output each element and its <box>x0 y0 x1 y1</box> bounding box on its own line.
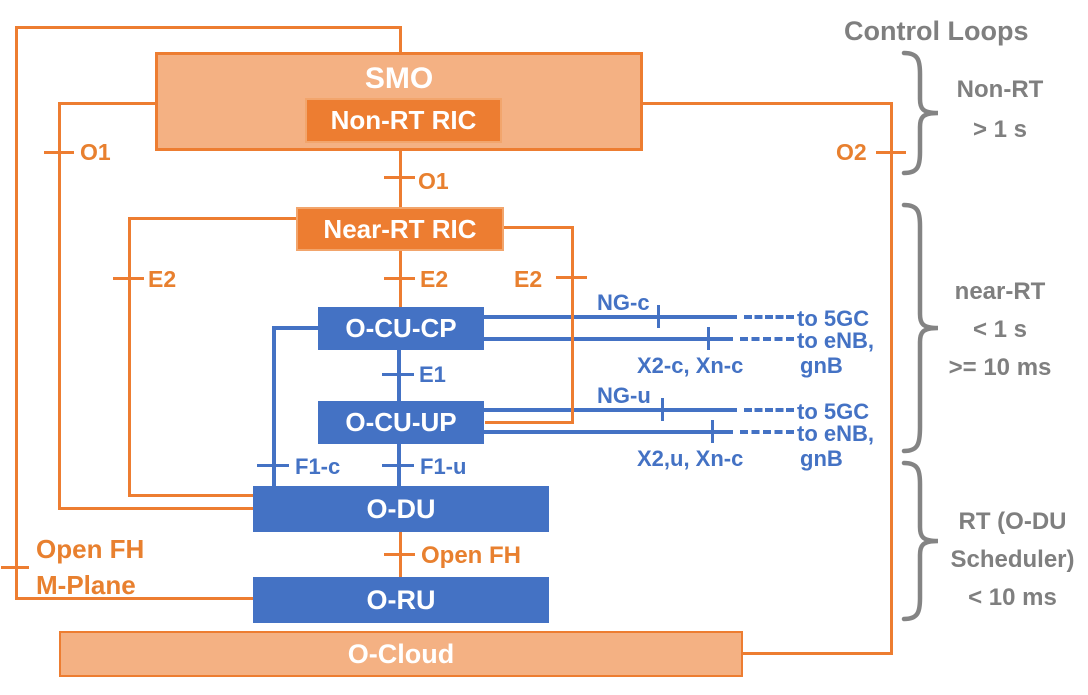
non-rt-loop-brace <box>901 50 939 176</box>
o-ru-label: O-RU <box>366 584 436 615</box>
e2-left-interface-tick <box>113 277 144 280</box>
o-cloud-label: O-Cloud <box>347 638 455 669</box>
mplane-interface-tick <box>1 566 29 569</box>
o1-connector-left <box>58 102 61 510</box>
open-fh-mplane-line2: M-Plane <box>36 570 136 600</box>
e1-connector <box>397 349 401 403</box>
ngu-label: NG-u <box>597 383 651 408</box>
o-ru-box: O-RU <box>253 577 549 623</box>
smo-label: SMO <box>364 62 434 95</box>
control-loops-title: Control Loops <box>844 16 1029 46</box>
e2-right-label: E2 <box>514 266 543 292</box>
ngc-to-5gc-label: to 5GC <box>797 306 870 331</box>
x2c-xnc-label: X2-c, Xn-c <box>637 353 744 378</box>
f1c-connector-vertical <box>272 326 276 487</box>
o-cu-cp-box: O-CU-CP <box>318 307 484 350</box>
o1-left-label: O1 <box>80 139 111 165</box>
f1c-connector-top <box>272 326 320 330</box>
ngc-label: NG-c <box>597 290 650 315</box>
ngc-dashed-line <box>744 315 794 319</box>
o2-label: O2 <box>836 139 867 165</box>
e2-right-interface-tick <box>556 276 587 279</box>
e2-center-interface-tick <box>384 277 415 280</box>
x2c-interface-tick <box>707 327 710 350</box>
o2-connector-top <box>643 102 893 105</box>
mplane-connector-smo-stub <box>399 26 402 54</box>
e2-left-connector-top <box>128 217 298 220</box>
open-fh-interface-tick <box>384 553 415 556</box>
o1-center-connector <box>399 150 402 208</box>
e2-right-connector-bottom <box>485 421 574 424</box>
e2-left-connector-bottom <box>128 494 255 497</box>
e1-label: E1 <box>419 362 446 387</box>
x2u-interface-tick <box>711 420 714 443</box>
rt-loop-label: RT (O-DU Scheduler) < 10 ms <box>935 503 1088 617</box>
non-rt-ric-box: Non-RT RIC <box>305 98 502 143</box>
o1-left-interface-tick <box>44 151 74 154</box>
near-rt-loop-name: near-RT <box>954 278 1046 305</box>
e2-left-label: E2 <box>148 266 177 292</box>
rt-loop-brace <box>901 460 939 622</box>
rt-loop-name-line2: Scheduler) <box>950 546 1075 573</box>
mplane-connector-left <box>15 26 18 600</box>
o1-center-label: O1 <box>418 168 449 194</box>
ngu-interface-tick <box>661 398 664 421</box>
f1u-label: F1-u <box>420 454 467 479</box>
ngu-line <box>483 408 737 412</box>
mplane-connector-bottom <box>15 597 255 600</box>
e2-right-connector-top <box>502 226 574 229</box>
near-rt-loop-timing1: < 1 s <box>972 316 1028 343</box>
o2-interface-tick <box>876 151 906 154</box>
smo-box: SMO Non-RT RIC <box>155 52 643 151</box>
ngu-to-5gc-label: to 5GC <box>797 399 870 424</box>
ngc-interface-tick <box>657 305 660 328</box>
o-cloud-box: O-Cloud <box>59 631 743 677</box>
f1c-label: F1-c <box>295 454 341 479</box>
mplane-connector-top <box>15 26 402 29</box>
e2-right-connector-vertical <box>571 226 574 424</box>
non-rt-loop-name: Non-RT <box>956 76 1044 103</box>
x2u-to-enb-label: to eNB, <box>797 421 874 446</box>
near-rt-ric-box: Near-RT RIC <box>296 207 504 251</box>
rt-loop-name-line1: RT (O-DU <box>958 508 1067 535</box>
o2-connector-right <box>890 102 893 655</box>
o1-center-interface-tick <box>384 176 415 179</box>
near-rt-ric-label: Near-RT RIC <box>323 213 477 244</box>
e2-left-connector-vertical <box>128 217 131 497</box>
o-du-box: O-DU <box>253 486 549 532</box>
open-fh-mplane-line1: Open FH <box>36 534 145 564</box>
f1c-interface-tick <box>257 464 289 467</box>
e2-center-label: E2 <box>420 266 449 292</box>
ngu-dashed-line <box>744 408 794 412</box>
open-fh-label: Open FH <box>421 542 521 569</box>
non-rt-loop-timing: > 1 s <box>972 116 1028 143</box>
near-rt-loop-timing2: >= 10 ms <box>948 354 1052 381</box>
rt-loop-timing: < 10 ms <box>968 584 1057 611</box>
x2u-xnc-label: X2,u, Xn-c <box>637 446 744 471</box>
o1-connector-bottom <box>58 507 255 510</box>
e1-interface-tick <box>382 373 414 376</box>
o-cu-up-box: O-CU-UP <box>318 401 484 444</box>
open-fh-mplane-label: Open FH M-Plane <box>36 531 144 603</box>
o-cu-cp-label: O-CU-CP <box>345 313 457 343</box>
o-cu-up-label: O-CU-UP <box>345 407 457 437</box>
x2c-to-enb-label: to eNB, <box>797 328 874 353</box>
x2u-gnb-label: gnB <box>800 446 843 471</box>
o-du-label: O-DU <box>366 493 436 524</box>
x2c-line <box>483 337 733 341</box>
non-rt-ric-label: Non-RT RIC <box>330 105 477 135</box>
x2c-dashed-line <box>740 337 794 341</box>
near-rt-loop-brace <box>901 202 939 454</box>
o2-connector-bottom <box>742 652 893 655</box>
x2c-gnb-label: gnB <box>800 353 843 378</box>
ngc-line <box>483 315 737 319</box>
x2u-line <box>483 430 733 434</box>
o1-connector-top <box>58 102 158 105</box>
near-rt-loop-label: near-RT < 1 s >= 10 ms <box>925 273 1075 387</box>
x2u-dashed-line <box>740 430 794 434</box>
non-rt-loop-label: Non-RT > 1 s <box>930 70 1070 150</box>
f1u-interface-tick <box>382 464 414 467</box>
